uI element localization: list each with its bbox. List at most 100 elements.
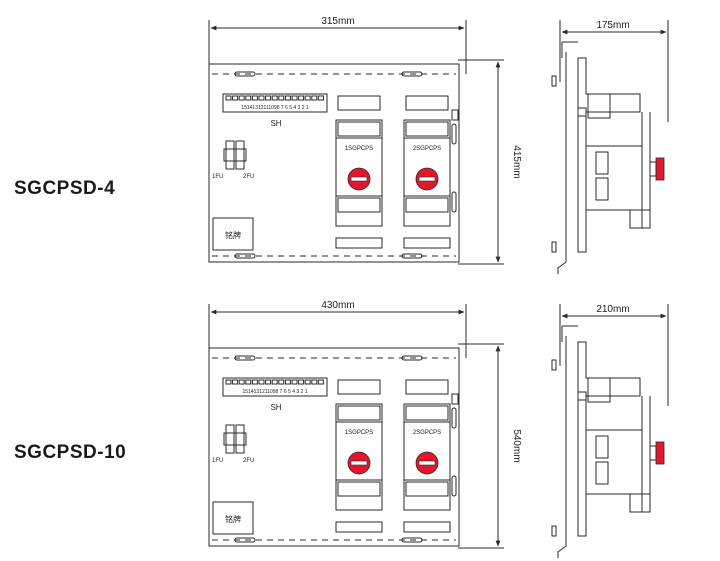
- mounting-slot: [401, 537, 423, 543]
- top-bolt: [551, 75, 557, 87]
- fuse-1: [225, 140, 235, 170]
- terminal-screw: [238, 379, 245, 385]
- terminal-screw: [278, 95, 285, 101]
- module-bottom-terminals: [337, 197, 381, 213]
- module-label: 1SGPCPS: [345, 430, 373, 436]
- module-contact-block: [405, 95, 449, 111]
- mounting-slot: [234, 355, 256, 361]
- terminal-screw: [265, 379, 272, 385]
- knob-side: [655, 157, 665, 181]
- terminal-screw: [278, 379, 285, 385]
- terminal-screw: [265, 95, 272, 101]
- module-top-terminals: [405, 121, 449, 137]
- terminal-screw: [304, 379, 311, 385]
- side-terminal: [451, 109, 459, 121]
- knob-slot: [350, 460, 368, 466]
- fuse-2: [235, 424, 245, 454]
- width-dimension-label: 315mm: [321, 16, 354, 27]
- module-body: [403, 119, 451, 227]
- top-bolt: [551, 359, 557, 371]
- module-contact-block: [337, 95, 381, 111]
- side-slot: [451, 191, 457, 213]
- fuse-2: [235, 140, 245, 170]
- mounting-panel: [208, 347, 460, 547]
- control-module-1: 1SGPCPS: [335, 95, 383, 249]
- relay-foot: [577, 107, 587, 117]
- terminal-screw: [284, 379, 291, 385]
- mounting-slot: [234, 253, 256, 259]
- terminal-screw: [271, 95, 278, 101]
- terminal-numbers: 15141312111098 7 6 5 4 3 2 1: [241, 105, 309, 111]
- height-dimension-label: 415mm: [511, 145, 522, 178]
- terminal-screw: [298, 379, 305, 385]
- module-bottom-terminals: [337, 481, 381, 497]
- mounting-slot: [401, 355, 423, 361]
- terminal-screw: [232, 95, 239, 101]
- terminal-strip: [222, 93, 328, 113]
- terminal-strip: [222, 377, 328, 397]
- knob-slot: [418, 460, 436, 466]
- terminal-block: 15141312111098 7 6 5 4 3 2 1 SH: [222, 93, 328, 128]
- module-top-terminals: [337, 121, 381, 137]
- fuse-label-1: 1FU: [212, 174, 223, 180]
- module-label: 1SGPCPS: [345, 146, 373, 152]
- terminal-screw: [291, 379, 298, 385]
- knob-slot: [418, 176, 436, 182]
- control-module-2: 2SGPCPS: [403, 379, 451, 533]
- side-slot: [451, 475, 457, 497]
- module-contact-block: [337, 379, 381, 395]
- module-contact-block: [405, 379, 449, 395]
- fuse-holders: 1FU 2FU: [212, 424, 254, 464]
- lower-terminal-block: [629, 209, 651, 229]
- relay-block: [587, 93, 611, 119]
- terminal-screw: [225, 379, 232, 385]
- terminal-screw: [245, 379, 252, 385]
- relay-block: [587, 377, 611, 403]
- contactor-coil: [595, 151, 609, 175]
- side-slot: [451, 123, 457, 145]
- contactor-coil-lower: [595, 177, 609, 201]
- terminal-screw: [238, 95, 245, 101]
- width-dimension-label: 430mm: [321, 300, 354, 311]
- mounting-panel: [208, 63, 460, 263]
- terminal-screw: [291, 95, 298, 101]
- module-base-terminals: [335, 237, 383, 249]
- terminal-block-label: SH: [270, 119, 281, 128]
- terminal-screw: [298, 95, 305, 101]
- fuse-label-2: 2FU: [243, 458, 254, 464]
- nameplate: [212, 501, 254, 535]
- knob-shaft: [649, 445, 657, 461]
- nameplate-label: 铭牌: [225, 230, 241, 240]
- terminal-screw: [317, 95, 324, 101]
- mounting-slot: [401, 253, 423, 259]
- control-module-2: 2SGPCPS: [403, 95, 451, 249]
- terminal-screw: [284, 95, 291, 101]
- terminal-screw: [304, 95, 311, 101]
- terminal-screw: [271, 379, 278, 385]
- contactor-body: [585, 145, 643, 211]
- bottom-bolt: [551, 241, 557, 253]
- fuse-label-1: 1FU: [212, 458, 223, 464]
- module-top-terminals: [405, 405, 449, 421]
- terminal-screw: [225, 95, 232, 101]
- module-body: [335, 403, 383, 511]
- nameplate: [212, 217, 254, 251]
- depth-dimension-label: 210mm: [596, 304, 629, 315]
- terminal-screw: [251, 95, 258, 101]
- module-bottom-terminals: [405, 481, 449, 497]
- terminal-block: 1514131211098 7 6 5 4 3 2 1SH: [222, 377, 328, 412]
- side-view-2: 210mm: [551, 304, 669, 558]
- module-base-terminals: [403, 521, 451, 533]
- module-base-terminals: [335, 521, 383, 533]
- terminal-screw: [311, 95, 318, 101]
- side-slot: [451, 407, 457, 429]
- module-label: 2SGPCPS: [413, 430, 441, 436]
- module-base-terminals: [403, 237, 451, 249]
- control-module-1: 1SGPCPS: [335, 379, 383, 533]
- module-body: [335, 119, 383, 227]
- module-body: [403, 403, 451, 511]
- terminal-screw: [317, 379, 324, 385]
